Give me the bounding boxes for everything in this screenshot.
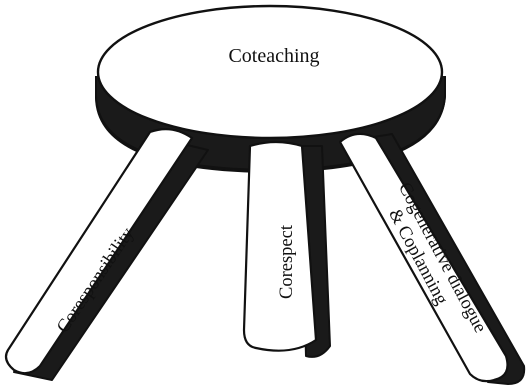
- leg-right: [338, 132, 509, 383]
- seat-label: Coteaching: [228, 45, 319, 67]
- leg-center-label: Corespect: [277, 224, 297, 299]
- seat-top: [96, 4, 444, 140]
- leg-left: [4, 127, 194, 375]
- leg-center: [242, 140, 318, 352]
